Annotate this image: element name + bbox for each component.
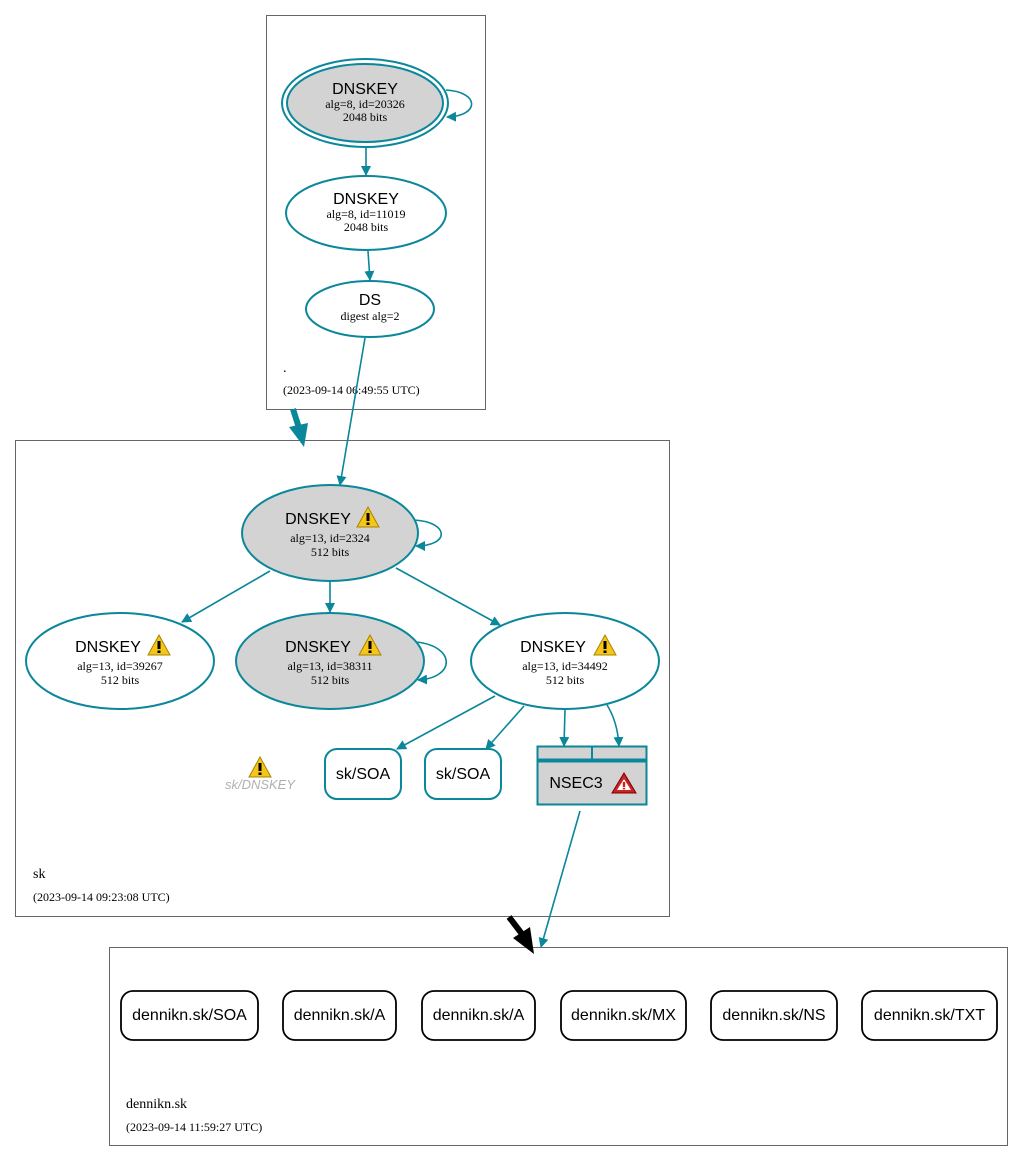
sk-soa-1-node[interactable]: sk/SOA [324,748,402,800]
dennikn-a2-label: dennikn.sk/A [433,1007,525,1024]
dennikn-soa-label: dennikn.sk/SOA [132,1007,247,1024]
edge-sk-ksk-39267 [181,570,271,623]
edge-root-ds-sk-ksk [336,337,366,486]
sk-key-34492-bits: 512 bits [546,673,585,687]
sk-ksk-detail: alg=13, id=2324 [290,531,370,545]
zone-root: DNSKEY alg=8, id=20326 2048 bits DNSKEY … [266,15,486,410]
edge-sk-nsec3-dennikn [538,810,581,948]
dennikn-mx-node[interactable]: dennikn.sk/MX [560,990,687,1041]
zone-sk: DNSKEY alg=13, id=2324 512 bits DNSKEY a… [15,440,670,917]
dennikn-soa-node[interactable]: dennikn.sk/SOA [120,990,259,1041]
sk-key-34492-type: DNSKEY [520,639,586,656]
sk-key-39267-node[interactable]: DNSKEY alg=13, id=39267 512 bits [25,612,215,710]
sk-key-38311-self-loop [415,641,447,685]
edge-sk-34492-nsec3-a [559,708,570,747]
sk-ghost-dnskey: sk/DNSKEY [225,756,296,792]
root-zsk-bits: 2048 bits [344,220,389,234]
sk-key-39267-detail: alg=13, id=39267 [77,659,163,673]
sk-key-39267-type: DNSKEY [75,639,141,656]
sk-soa-1-label: sk/SOA [336,766,391,783]
dennikn-ns-node[interactable]: dennikn.sk/NS [710,990,838,1041]
sk-key-38311-node[interactable]: DNSKEY alg=13, id=38311 512 bits [235,612,425,710]
sk-nsec3-node[interactable]: NSEC3 [536,745,648,806]
edge-sk-34492-nsec3-b [606,704,624,747]
sk-soa-2-node[interactable]: sk/SOA [424,748,502,800]
sk-key-39267-bits: 512 bits [101,673,140,687]
dennikn-a1-node[interactable]: dennikn.sk/A [282,990,397,1041]
edge-sk-34492-soa1 [396,695,496,750]
delegation-arrow-root-sk [289,408,308,447]
dennikn-txt-label: dennikn.sk/TXT [874,1007,985,1024]
root-ksk-bits: 2048 bits [343,110,388,124]
sk-key-34492-detail: alg=13, id=34492 [522,659,608,673]
edge-root-zsk-ds [364,250,375,281]
root-zsk-detail: alg=8, id=11019 [326,207,405,221]
zone-dennikn-box [109,947,1008,1146]
sk-zone-timestamp: (2023-09-14 09:23:08 UTC) [33,890,170,904]
root-zsk-node[interactable]: DNSKEY alg=8, id=11019 2048 bits [285,175,447,251]
dennikn-zone-name: dennikn.sk [126,1097,187,1112]
root-ksk-type: DNSKEY [332,81,398,98]
root-ksk-detail: alg=8, id=20326 [325,97,405,111]
dennikn-mx-label: dennikn.sk/MX [571,1007,676,1024]
dennikn-a2-node[interactable]: dennikn.sk/A [421,990,536,1041]
sk-ksk-node[interactable]: DNSKEY alg=13, id=2324 512 bits [241,484,419,582]
sk-zone-name: sk [33,867,45,882]
dennikn-txt-node[interactable]: dennikn.sk/TXT [861,990,998,1041]
dennikn-ns-label: dennikn.sk/NS [722,1007,825,1024]
sk-ghost-dnskey-label: sk/DNSKEY [225,777,296,792]
dennikn-a1-label: dennikn.sk/A [294,1007,386,1024]
edge-sk-34492-soa2 [485,705,525,750]
sk-ksk-type: DNSKEY [285,511,351,528]
edge-sk-ksk-34492 [395,567,501,626]
delegation-arrow-sk-dennikn [506,915,534,954]
sk-key-34492-node[interactable]: DNSKEY alg=13, id=34492 512 bits [470,612,660,710]
root-zone-name: . [283,361,287,376]
root-zone-timestamp: (2023-09-14 06:49:55 UTC) [283,383,420,397]
root-ds-node[interactable]: DS digest alg=2 [305,280,435,338]
sk-soa-2-label: sk/SOA [436,766,491,783]
sk-nsec3-label: NSEC3 [549,775,602,792]
sk-ksk-self-loop [413,519,443,551]
root-ksk-node[interactable]: DNSKEY alg=8, id=20326 2048 bits [281,58,449,148]
sk-key-38311-type: DNSKEY [285,639,351,656]
root-ds-detail: digest alg=2 [340,309,399,323]
root-ds-type: DS [359,292,381,309]
sk-key-38311-detail: alg=13, id=38311 [287,659,372,673]
root-zsk-type: DNSKEY [333,191,399,208]
dennikn-zone-timestamp: (2023-09-14 11:59:27 UTC) [126,1120,262,1134]
root-ksk-self-loop [445,89,473,122]
sk-key-38311-bits: 512 bits [311,673,350,687]
sk-ksk-bits: 512 bits [311,545,350,559]
zone-dennikn: dennikn.sk/SOA dennikn.sk/A dennikn.sk/A… [109,947,1008,1146]
